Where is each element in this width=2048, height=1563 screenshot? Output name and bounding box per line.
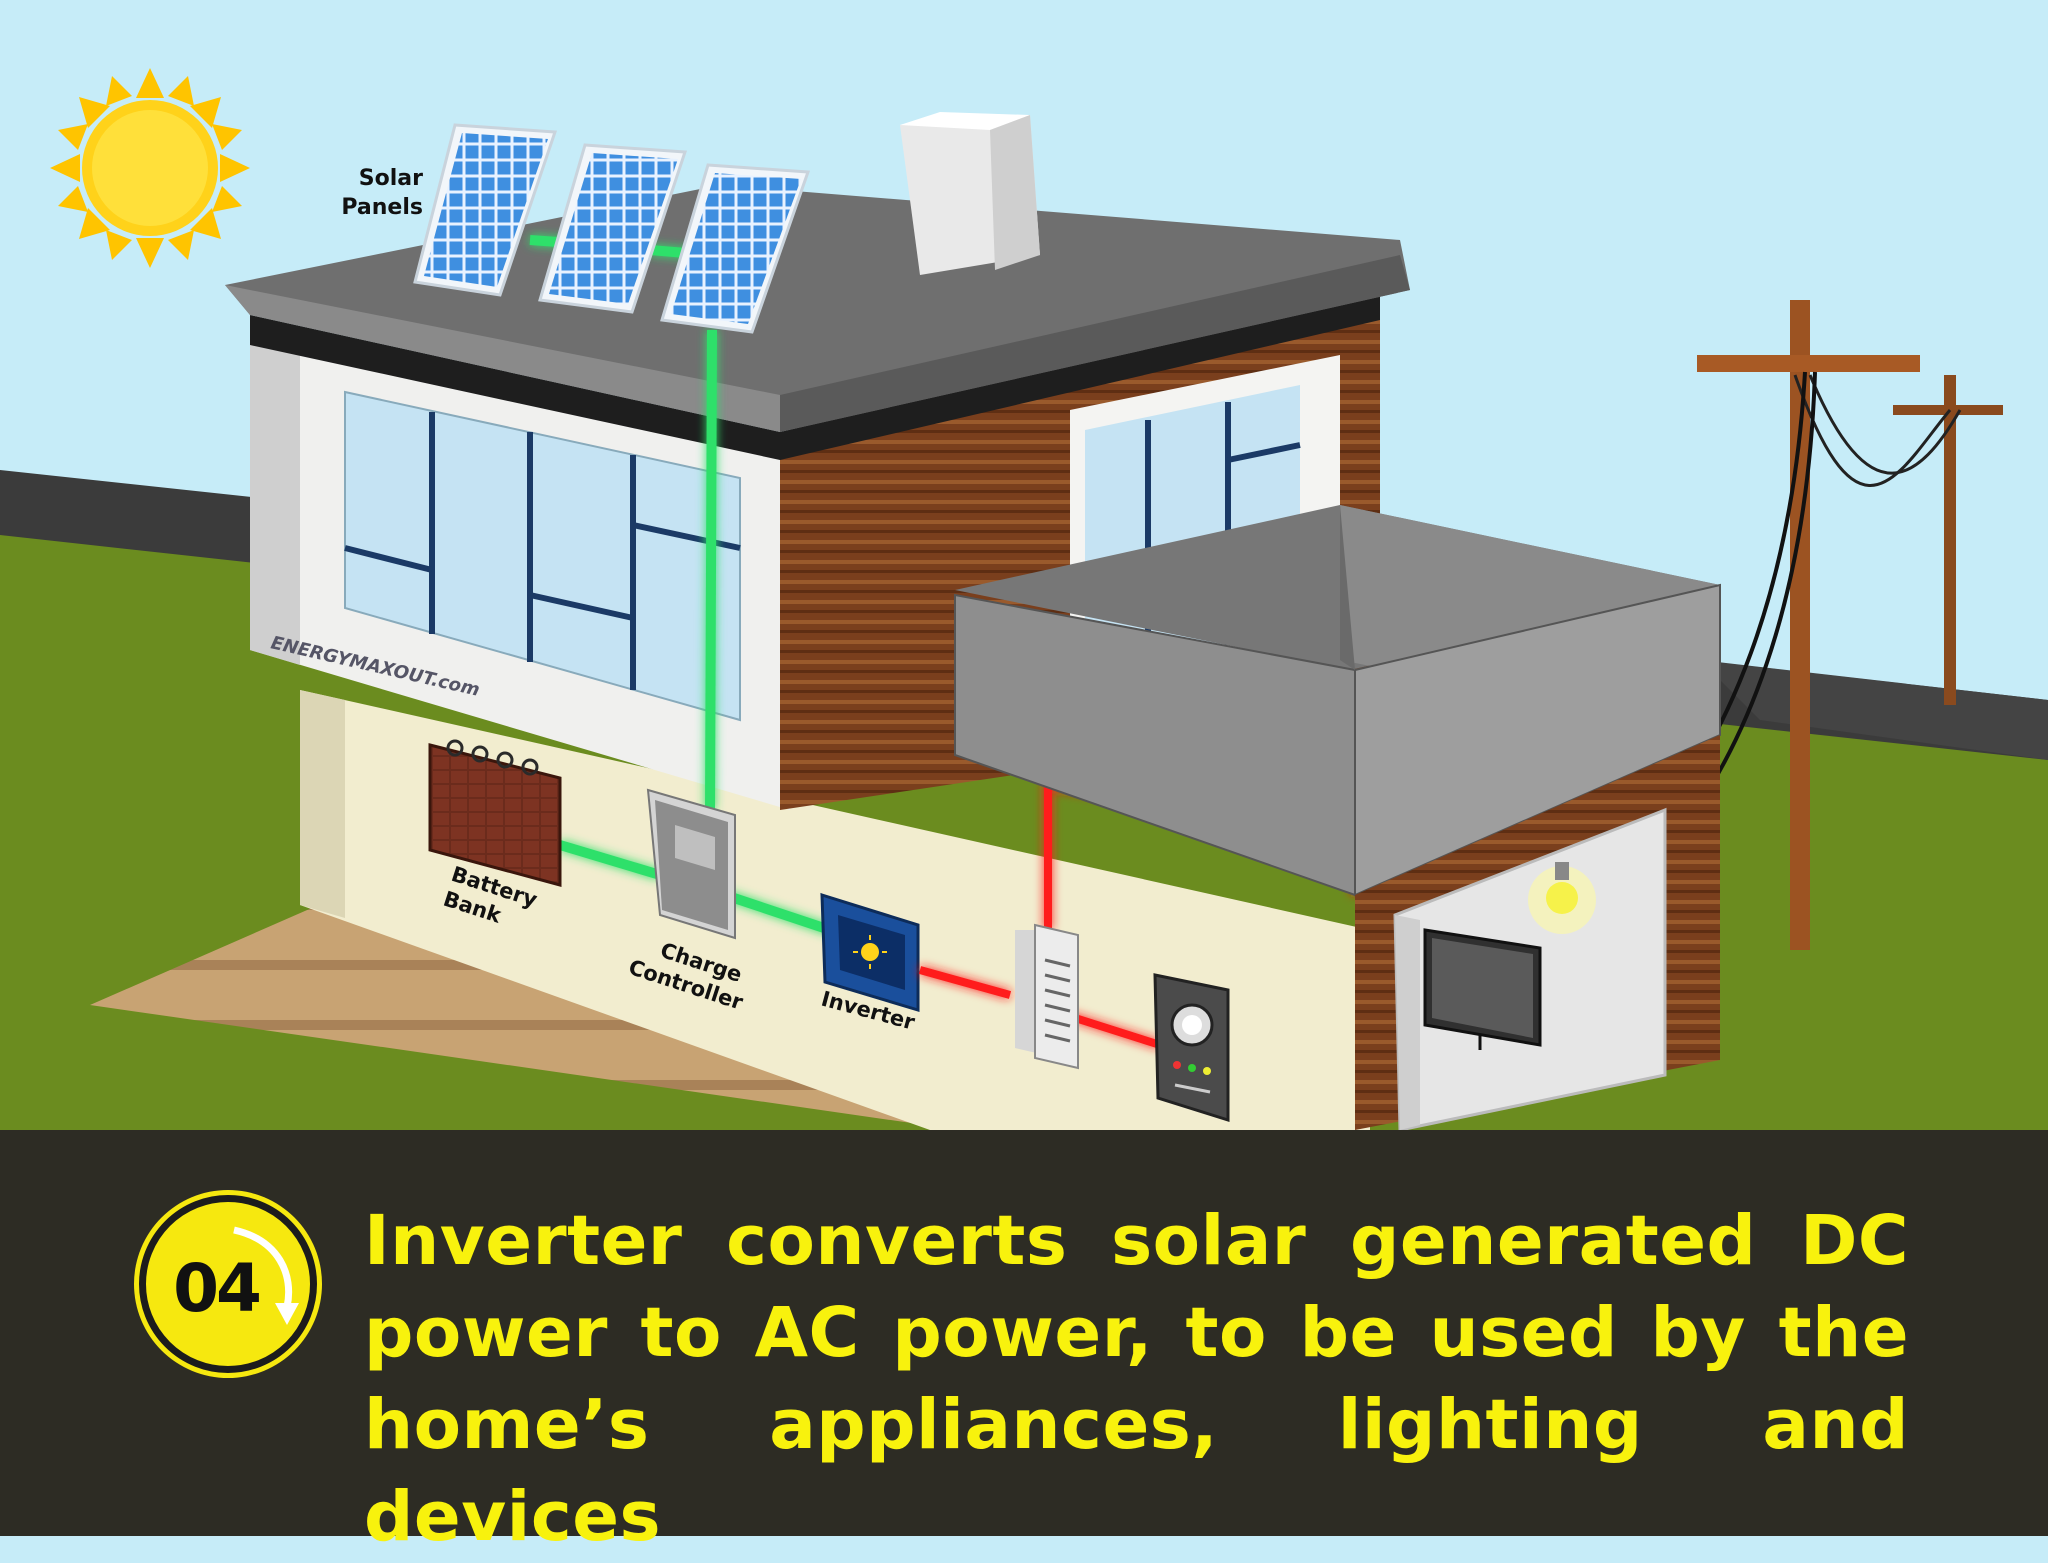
road-far xyxy=(1700,660,2048,760)
solar-panel-icon xyxy=(413,123,811,334)
light-bulb-icon xyxy=(1528,862,1596,934)
step-badge: 04 xyxy=(139,1195,317,1373)
svg-text:Panels: Panels xyxy=(341,195,423,220)
step-number: 04 xyxy=(173,1250,262,1327)
upper-window xyxy=(344,390,741,722)
sun-icon xyxy=(50,68,250,268)
inverter-icon xyxy=(820,892,920,1013)
caption-bar xyxy=(0,1130,2048,1536)
arrow-icon xyxy=(233,1226,299,1325)
meter-icon xyxy=(1153,973,1230,1123)
charge-controller-icon xyxy=(646,788,736,940)
solar-panels-label: Solar Panels xyxy=(341,166,423,220)
svg-text:Solar: Solar xyxy=(359,166,423,191)
roof-edge xyxy=(250,290,1380,460)
caption-text: Inverter converts solar generated DC pow… xyxy=(364,1201,1909,1557)
tv-icon xyxy=(1423,928,1542,1050)
breaker-panel-icon xyxy=(1015,923,1079,1070)
battery-icon xyxy=(428,739,562,887)
